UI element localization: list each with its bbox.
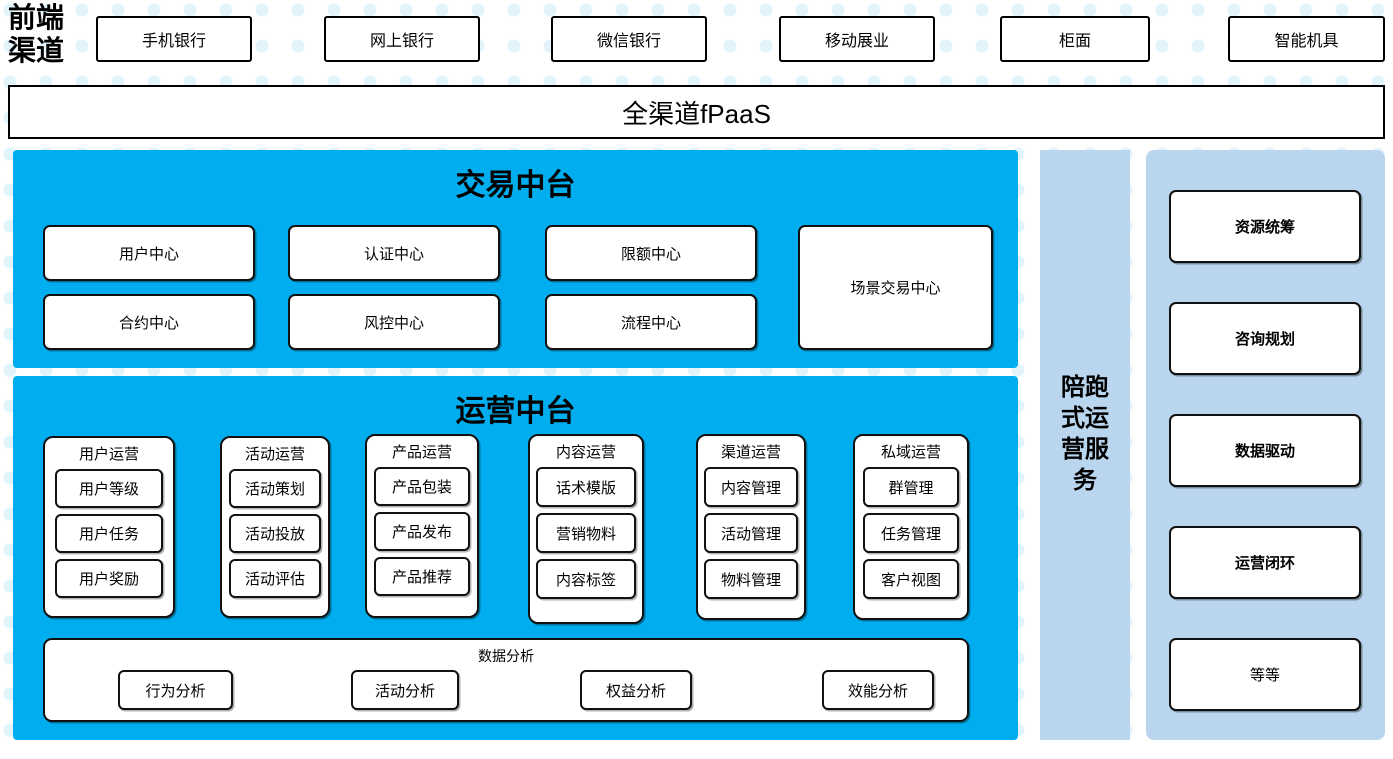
operation-column-title: 私域运营: [880, 444, 941, 461]
center-box-scene-transaction[interactable]: 场景交易中心: [798, 225, 993, 350]
operation-item[interactable]: 产品包装: [374, 467, 470, 506]
operation-column-activity[interactable]: 活动运营 活动策划 活动投放 活动评估: [220, 436, 330, 618]
service-column-label-line3: 营服: [1061, 435, 1109, 463]
operation-item[interactable]: 物料管理: [704, 559, 798, 599]
operation-column-title: 产品运营: [391, 444, 452, 461]
front-channel-label-line2: 渠道: [8, 36, 65, 67]
capability-box-resource-coordination[interactable]: 资源统筹: [1169, 190, 1361, 263]
capability-column-panel: 资源统筹 咨询规划 数据驱动 运营闭环 等等: [1146, 150, 1385, 740]
operation-item[interactable]: 话术模版: [536, 467, 636, 507]
front-channel-label-line1: 前端: [8, 3, 65, 34]
center-box-limit[interactable]: 限额中心: [545, 225, 757, 281]
operation-column-title: 内容运营: [555, 444, 616, 461]
operation-item[interactable]: 营销物料: [536, 513, 636, 553]
operation-column-title: 渠道运营: [720, 444, 781, 461]
operation-item[interactable]: 用户奖励: [55, 559, 163, 598]
service-column-label-line1: 陪跑: [1061, 373, 1109, 401]
data-analysis-item-behavior[interactable]: 行为分析: [118, 670, 233, 710]
operation-item[interactable]: 活动策划: [229, 469, 321, 508]
service-column-panel: 陪跑 式运 营服 务: [1040, 150, 1130, 740]
service-column-label-line4: 务: [1073, 466, 1097, 494]
capability-box-data-driven[interactable]: 数据驱动: [1169, 414, 1361, 487]
channel-box-online-bank[interactable]: 网上银行: [324, 16, 480, 62]
center-box-contract[interactable]: 合约中心: [43, 294, 255, 350]
operation-item[interactable]: 活动管理: [704, 513, 798, 553]
operation-column-channel[interactable]: 渠道运营 内容管理 活动管理 物料管理: [696, 434, 806, 620]
channel-box-mobile-bank[interactable]: 手机银行: [96, 16, 252, 62]
operation-item[interactable]: 内容管理: [704, 467, 798, 507]
operation-item[interactable]: 用户任务: [55, 514, 163, 553]
front-channel-label: 前端 渠道: [8, 2, 86, 72]
center-box-user[interactable]: 用户中心: [43, 225, 255, 281]
operation-column-title: 活动运营: [244, 446, 305, 463]
operation-column-content[interactable]: 内容运营 话术模版 营销物料 内容标签: [528, 434, 644, 624]
operation-column-title: 用户运营: [78, 446, 139, 463]
operation-item[interactable]: 客户视图: [863, 559, 959, 599]
operation-platform-panel: 运营中台 用户运营 用户等级 用户任务 用户奖励 活动运营 活动策划 活动投放 …: [13, 376, 1018, 740]
operation-item[interactable]: 任务管理: [863, 513, 959, 553]
service-column-label-line2: 式运: [1061, 404, 1109, 432]
center-box-process[interactable]: 流程中心: [545, 294, 757, 350]
operation-column-private-domain[interactable]: 私域运营 群管理 任务管理 客户视图: [853, 434, 969, 620]
operation-column-user[interactable]: 用户运营 用户等级 用户任务 用户奖励: [43, 436, 175, 618]
channel-box-wechat-bank[interactable]: 微信银行: [551, 16, 707, 62]
operation-item[interactable]: 内容标签: [536, 559, 636, 599]
center-box-auth[interactable]: 认证中心: [288, 225, 500, 281]
capability-box-etc[interactable]: 等等: [1169, 638, 1361, 711]
operation-item[interactable]: 活动评估: [229, 559, 321, 598]
data-analysis-item-rights[interactable]: 权益分析: [580, 670, 692, 710]
capability-box-operation-closed-loop[interactable]: 运营闭环: [1169, 526, 1361, 599]
operation-item[interactable]: 群管理: [863, 467, 959, 507]
data-analysis-title: 数据分析: [478, 648, 534, 664]
operation-column-product[interactable]: 产品运营 产品包装 产品发布 产品推荐: [365, 434, 479, 618]
operation-item[interactable]: 活动投放: [229, 514, 321, 553]
operation-item[interactable]: 用户等级: [55, 469, 163, 508]
fpaas-label: 全渠道fPaaS: [622, 98, 771, 129]
channel-box-smart-device[interactable]: 智能机具: [1228, 16, 1385, 62]
service-column-label: 陪跑 式运 营服 务: [1040, 372, 1130, 496]
operation-item[interactable]: 产品推荐: [374, 557, 470, 596]
channel-box-counter[interactable]: 柜面: [1000, 16, 1150, 62]
capability-box-consulting-planning[interactable]: 咨询规划: [1169, 302, 1361, 375]
operation-platform-title: 运营中台: [455, 394, 576, 429]
operation-item[interactable]: 产品发布: [374, 512, 470, 551]
transaction-platform-panel: 交易中台 用户中心 合约中心 认证中心 风控中心 限额中心 流程中心 场景交易中…: [13, 150, 1018, 368]
transaction-platform-title: 交易中台: [455, 168, 576, 203]
data-analysis-panel: 数据分析 行为分析 活动分析 权益分析 效能分析: [43, 638, 969, 722]
channel-box-mobile-field[interactable]: 移动展业: [779, 16, 935, 62]
fpaas-bar[interactable]: 全渠道fPaaS: [8, 85, 1385, 139]
data-analysis-item-efficiency[interactable]: 效能分析: [822, 670, 934, 710]
center-box-risk[interactable]: 风控中心: [288, 294, 500, 350]
data-analysis-item-activity[interactable]: 活动分析: [351, 670, 459, 710]
